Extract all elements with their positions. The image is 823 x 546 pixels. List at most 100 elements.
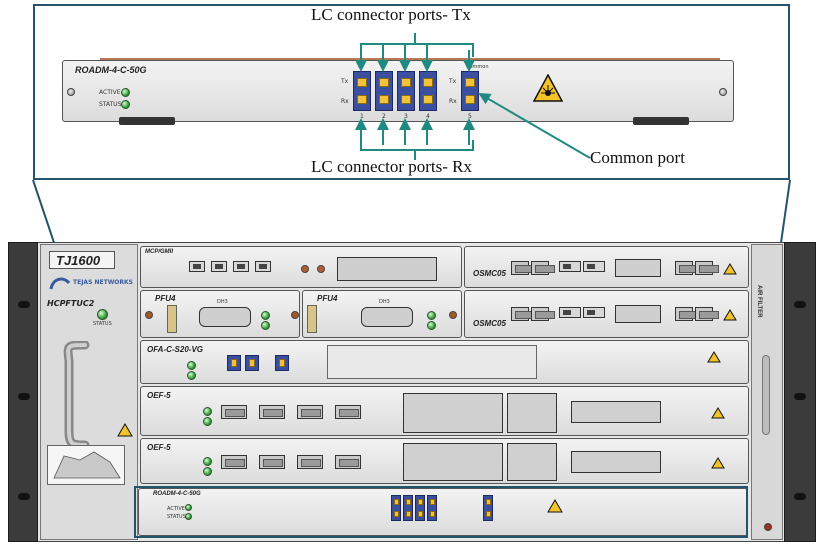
led-icon bbox=[187, 371, 196, 380]
oef-top-name: OEF-5 bbox=[147, 391, 171, 400]
lc-port[interactable] bbox=[415, 495, 425, 521]
sfp-port[interactable] bbox=[695, 307, 719, 321]
sfp-port[interactable] bbox=[259, 405, 285, 419]
roadm-status-label: STATUS bbox=[167, 514, 186, 520]
led-icon bbox=[427, 311, 436, 320]
sfp-bank bbox=[403, 443, 503, 481]
sfp-port[interactable] bbox=[335, 455, 361, 469]
air-filter-label: AIR FILTER bbox=[756, 285, 762, 318]
port-number-2: 2 bbox=[382, 113, 386, 120]
led-icon bbox=[203, 417, 212, 426]
oef-top-card: OEF-5 bbox=[140, 386, 749, 436]
sfp-port[interactable] bbox=[531, 307, 555, 321]
handle-icon bbox=[63, 341, 90, 450]
lc-port[interactable] bbox=[391, 495, 401, 521]
rj45-port[interactable] bbox=[583, 261, 605, 272]
roadm-card-name: ROADM-4-C-50G bbox=[153, 491, 201, 497]
sfp-port[interactable] bbox=[297, 455, 323, 469]
rj45-port[interactable] bbox=[233, 261, 249, 272]
brand-name: TEJAS NETWORKS bbox=[73, 279, 133, 286]
ofa-card-name: OFA-C-S20-VG bbox=[147, 345, 204, 354]
pfu-right-conn-label: DH3 bbox=[379, 299, 390, 305]
sfp-bank bbox=[507, 393, 557, 433]
laser-warning-icon bbox=[723, 309, 737, 321]
sfp-port[interactable] bbox=[695, 261, 719, 275]
lc-port[interactable] bbox=[227, 355, 241, 371]
screw-icon bbox=[449, 311, 457, 319]
common-port-callout-label: Common port bbox=[590, 148, 685, 167]
left-panel: TJ1600 TEJAS NETWORKS HCPFTUC2 STATUS bbox=[40, 244, 138, 540]
latch bbox=[307, 305, 317, 333]
zoom-roadm-card: ROADM-4-C-50G ACTIVE STATUS Tx Rx Tx Rx … bbox=[62, 60, 734, 125]
sfp-port[interactable] bbox=[221, 405, 247, 419]
ejector-handle-left bbox=[119, 117, 175, 125]
zoom-rx-label-common: Rx bbox=[449, 98, 457, 105]
latch bbox=[167, 305, 177, 333]
pfu-left-name: PFU4 bbox=[155, 294, 176, 303]
lc-port[interactable] bbox=[245, 355, 259, 371]
osmc-top-name: OSMC05 bbox=[473, 269, 506, 278]
laser-warning-icon bbox=[711, 407, 725, 419]
tejas-logo-icon bbox=[49, 277, 71, 290]
sfp-port[interactable] bbox=[531, 261, 555, 275]
rack-ear-left bbox=[8, 242, 38, 542]
rj45-port[interactable] bbox=[559, 307, 581, 318]
zoom-common-label: Common bbox=[466, 64, 489, 70]
led-icon bbox=[203, 467, 212, 476]
laser-warning-icon bbox=[533, 74, 563, 102]
lc-port[interactable] bbox=[403, 495, 413, 521]
sfp-port[interactable] bbox=[259, 455, 285, 469]
status-led-icon bbox=[97, 309, 108, 320]
port-number-3: 3 bbox=[404, 113, 408, 120]
port-number-5: 5 bbox=[468, 113, 472, 120]
port-number-4: 4 bbox=[426, 113, 430, 120]
screw-icon bbox=[719, 88, 727, 96]
rj45-port[interactable] bbox=[211, 261, 227, 272]
rj45-port[interactable] bbox=[583, 307, 605, 318]
rj45-port[interactable] bbox=[189, 261, 205, 272]
lc-port-1[interactable] bbox=[353, 71, 371, 111]
led-icon bbox=[203, 457, 212, 466]
rj45-port[interactable] bbox=[559, 261, 581, 272]
screw-icon bbox=[145, 311, 153, 319]
laser-warning-icon bbox=[723, 263, 737, 275]
tx-callout-label: LC connector ports- Tx bbox=[311, 5, 471, 24]
lc-common-port[interactable] bbox=[483, 495, 493, 521]
pfu-right-card: PFU4 DH3 bbox=[302, 290, 462, 338]
lc-port-2[interactable] bbox=[375, 71, 393, 111]
lc-port[interactable] bbox=[275, 355, 289, 371]
osc-module bbox=[615, 259, 661, 277]
led-icon bbox=[203, 407, 212, 416]
oef-bottom-name: OEF-5 bbox=[147, 443, 171, 452]
port-number-1: 1 bbox=[360, 113, 364, 120]
oef-bottom-card: OEF-5 bbox=[140, 438, 749, 484]
led-icon bbox=[261, 311, 270, 320]
status-label: STATUS bbox=[93, 321, 112, 327]
sfp-port[interactable] bbox=[675, 307, 699, 321]
sfp-port[interactable] bbox=[335, 405, 361, 419]
rx-callout-label: LC connector ports- Rx bbox=[311, 157, 472, 176]
rj45-port[interactable] bbox=[255, 261, 271, 272]
sfp-port[interactable] bbox=[221, 455, 247, 469]
sfp-bank bbox=[403, 393, 503, 433]
zoom-card-name: ROADM-4-C-50G bbox=[75, 65, 147, 75]
osmc-bottom-card: OSMC05 bbox=[464, 290, 749, 338]
info-sticker bbox=[47, 445, 125, 485]
sfp-port[interactable] bbox=[511, 307, 535, 321]
pfu-left-conn-label: DH3 bbox=[217, 299, 228, 305]
lc-port-4[interactable] bbox=[419, 71, 437, 111]
sfp-port[interactable] bbox=[675, 261, 699, 275]
laser-warning-icon bbox=[711, 457, 725, 469]
roadm-card: ROADM-4-C-50G ACTIVE STATUS bbox=[138, 488, 748, 536]
led-icon bbox=[261, 321, 270, 330]
rj45-bank bbox=[571, 401, 661, 423]
sfp-port[interactable] bbox=[511, 261, 535, 275]
screw-icon bbox=[764, 523, 772, 531]
chassis-model: TJ1600 bbox=[56, 253, 101, 268]
lc-port[interactable] bbox=[427, 495, 437, 521]
sfp-port[interactable] bbox=[297, 405, 323, 419]
shelf-label: HCPFTUC2 bbox=[47, 299, 95, 308]
sfp-cage bbox=[337, 257, 437, 281]
dsub-connector bbox=[199, 307, 251, 327]
side-handle bbox=[762, 355, 770, 435]
